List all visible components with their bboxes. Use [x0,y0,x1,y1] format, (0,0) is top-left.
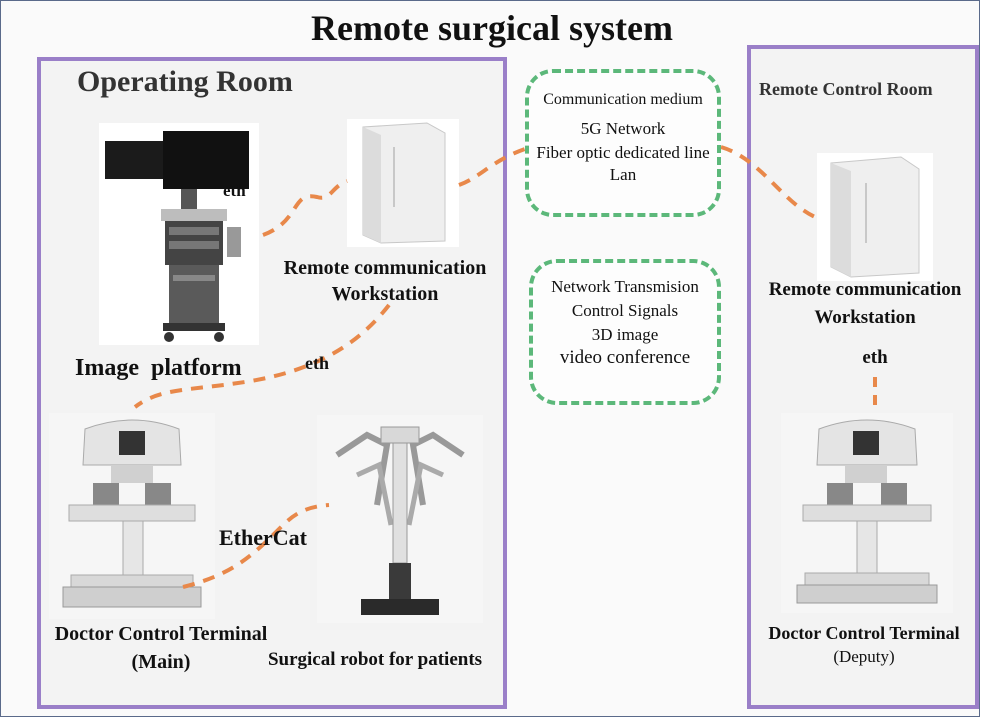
doctor-terminal-main-label-line2: (Main) [131,651,191,673]
rc-workstation-label-line2: Workstation [814,307,916,328]
transmission-item-network: Network Transmision [551,277,699,296]
or-workstation-label-line2: Workstation [331,283,439,305]
doctor-terminal-deputy-label-line2: (Deputy) [833,647,895,666]
diagram-title: Remote surgical system [311,8,673,48]
transmission-item-video-conference: video conference [559,347,691,368]
doctor-terminal-main-label-line1: Doctor Control Terminal [54,623,268,645]
image-platform-illustration [99,123,259,345]
eth-label-top: eth [223,181,246,200]
transmission-item-3d-image: 3D image [591,325,659,344]
surgical-robot-label: Surgical robot for patients [267,649,483,670]
or-workstation-label-line1: Remote communication [283,257,487,279]
rc-workstation-label-line1: Remote communication [768,279,962,300]
doctor-control-terminal-deputy-illustration [781,413,953,613]
communication-medium-heading: Communication medium [543,91,703,108]
image-platform-label: Image platform [75,355,242,381]
workstation-tower-illustration [347,119,459,247]
surgical-robot-illustration [317,415,483,623]
ethercat-label: EtherCat [219,525,307,550]
eth-link-platform-workstation [262,179,348,237]
communication-item-fiber: Fiber optic dedicated line [536,143,710,162]
link-workstation-communication [458,147,526,187]
communication-medium-box [525,69,721,217]
transmission-item-control-signals: Control Signals [571,301,679,320]
network-transmission-box [529,259,721,405]
communication-item-lan: Lan [609,165,637,184]
ethercat-link-terminal-robot [182,503,330,589]
link-communication-remote-workstation [720,145,816,219]
communication-item-5g: 5G Network [580,119,666,138]
remote-control-room-title: Remote Control Room [759,79,933,99]
rc-eth-label: eth [862,347,888,368]
operating-room-title: Operating Room [77,65,293,98]
remote-workstation-tower-illustration [817,153,933,281]
doctor-terminal-deputy-label-line1: Doctor Control Terminal [768,623,960,643]
eth-label-mid: eth [305,353,329,373]
